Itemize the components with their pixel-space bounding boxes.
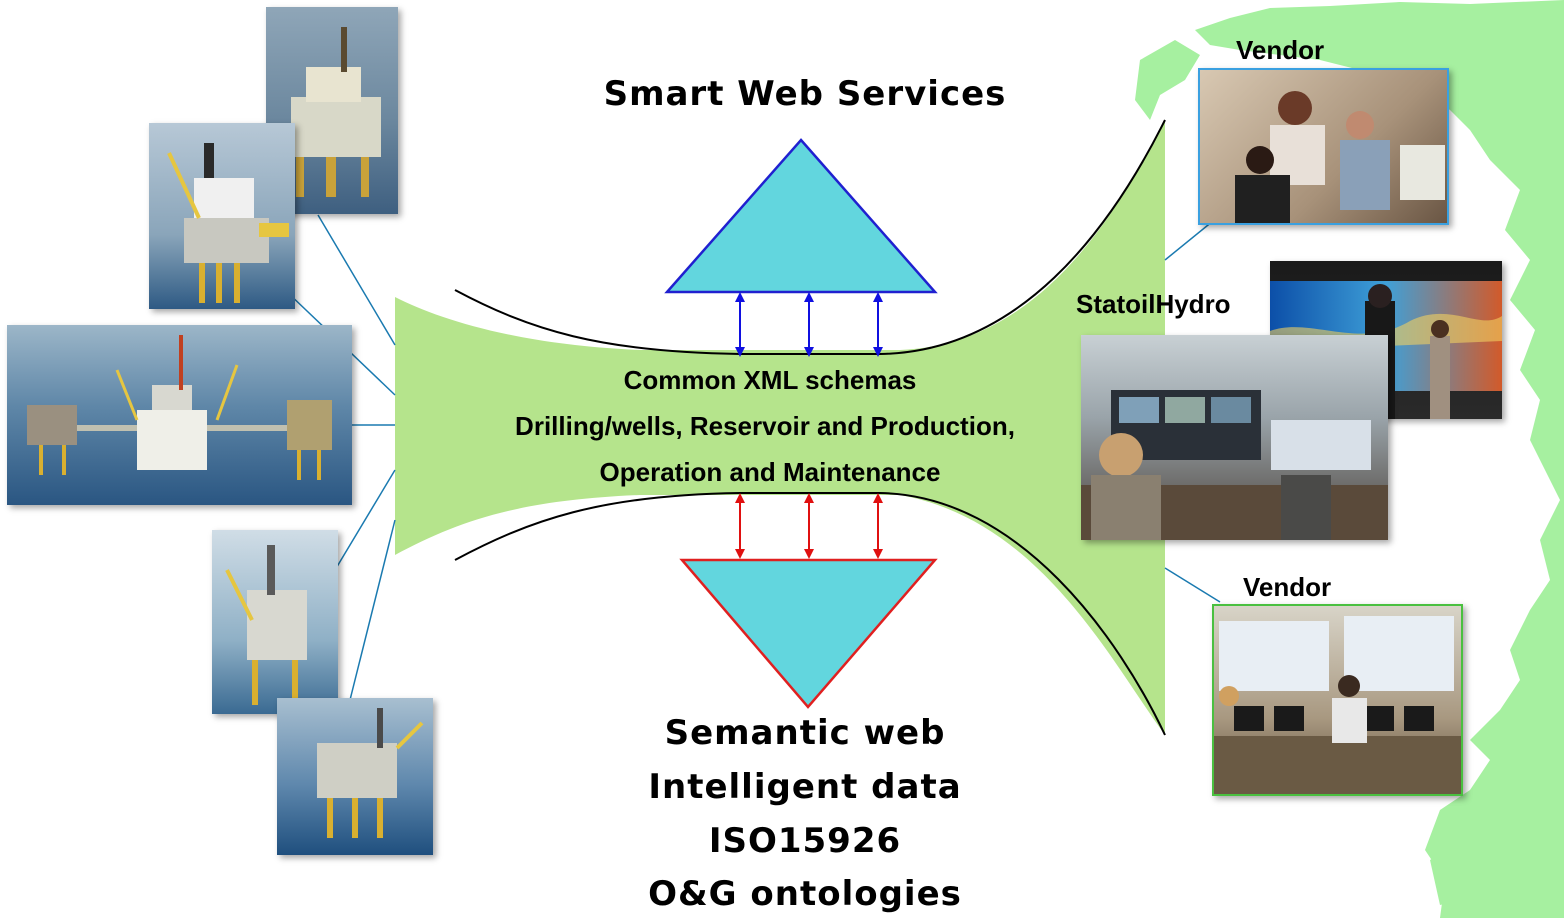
platform-photo-1 [266,7,398,214]
norway-map [1135,0,1564,918]
vendor-top-label: Vendor [1236,35,1325,65]
og-ontologies-label: O&G ontologies [648,874,962,914]
semantic-web-label: Semantic web [664,713,946,753]
statoilhydro-label: StatoilHydro [1076,289,1231,319]
vendor-office-photo [1198,68,1449,225]
platform-photo-5 [277,698,433,855]
smart-web-services-title: Smart Web Services [603,74,1007,114]
platform-photo-3 [7,325,352,505]
common-xml-schemas-label: Common XML schemas [623,365,917,395]
domains-label-line2: Operation and Maintenance [599,457,941,487]
integration-pipe [395,120,1165,735]
semantic-web-triangle [679,558,938,709]
platform-photo-4 [212,530,338,714]
control-room-photo [1081,335,1388,540]
vendor-control-room-photo [1212,604,1463,796]
intelligent-data-label: Intelligent data [648,767,962,807]
vendor-bottom-label: Vendor [1243,572,1332,602]
iso15926-label: ISO15926 [708,821,902,861]
smart-services-triangle [664,138,938,294]
domains-label-line1: Drilling/wells, Reservoir and Production… [515,411,1015,441]
platform-photo-2 [149,123,295,309]
